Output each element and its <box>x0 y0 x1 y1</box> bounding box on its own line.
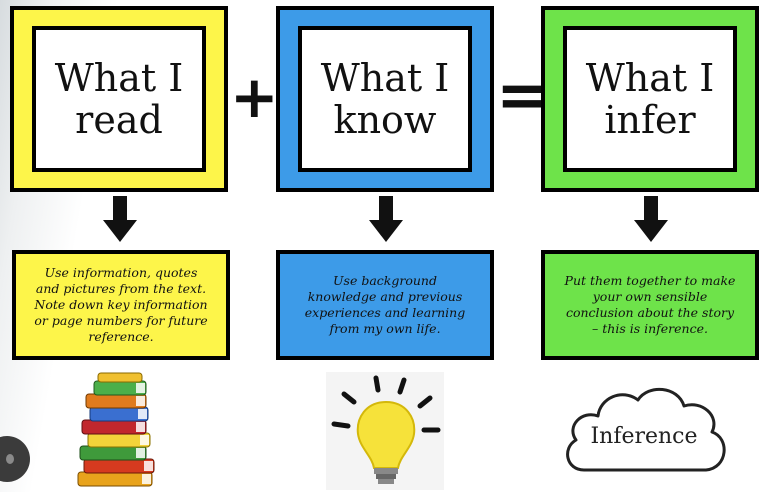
box-title-line: know <box>333 98 437 142</box>
know-description: Use background knowledge and previous ex… <box>276 250 494 360</box>
down-arrow-icon <box>369 196 403 242</box>
box-title-line: What I <box>320 56 450 100</box>
description-line: and pictures from the text. <box>35 281 207 296</box>
description-line: reference. <box>88 329 154 344</box>
what-i-know-title-panel: What I know <box>298 26 472 172</box>
description-line: Put them together to make <box>564 273 736 288</box>
description-line: experiences and learning <box>304 305 466 320</box>
cloud-icon <box>566 387 726 472</box>
description-line: your own sensible <box>592 289 708 304</box>
what-i-infer-title-panel: What I infer <box>563 26 737 172</box>
what-i-read-title-panel: What I read <box>32 26 206 172</box>
what-i-read-box: What I read <box>10 6 228 192</box>
description-line: from my own life. <box>329 321 441 336</box>
box-title-line: What I <box>585 56 715 100</box>
description-line: Use information, quotes <box>44 265 198 280</box>
books-stack-icon <box>77 372 155 487</box>
what-i-know-box: What I know <box>276 6 494 192</box>
down-arrow-icon <box>634 196 668 242</box>
description-line: knowledge and previous <box>307 289 463 304</box>
what-i-infer-box: What I infer <box>541 6 759 192</box>
description-line: conclusion about the story <box>565 305 735 320</box>
equals-sign: = <box>496 59 550 133</box>
plus-sign: + <box>230 63 279 131</box>
box-title-line: What I <box>54 56 184 100</box>
description-line: – this is inference. <box>592 321 708 336</box>
box-title-line: read <box>75 98 163 142</box>
lightbulb-icon <box>326 372 444 490</box>
infer-description: Put them together to make your own sensi… <box>541 250 759 360</box>
description-line: Use background <box>333 273 437 288</box>
description-line: Note down key information <box>34 297 208 312</box>
down-arrow-icon <box>103 196 137 242</box>
read-description: Use information, quotes and pictures fro… <box>12 250 230 360</box>
cloud-label: Inference <box>590 424 698 449</box>
description-line: or page numbers for future <box>34 313 208 328</box>
box-title-line: infer <box>604 98 696 142</box>
